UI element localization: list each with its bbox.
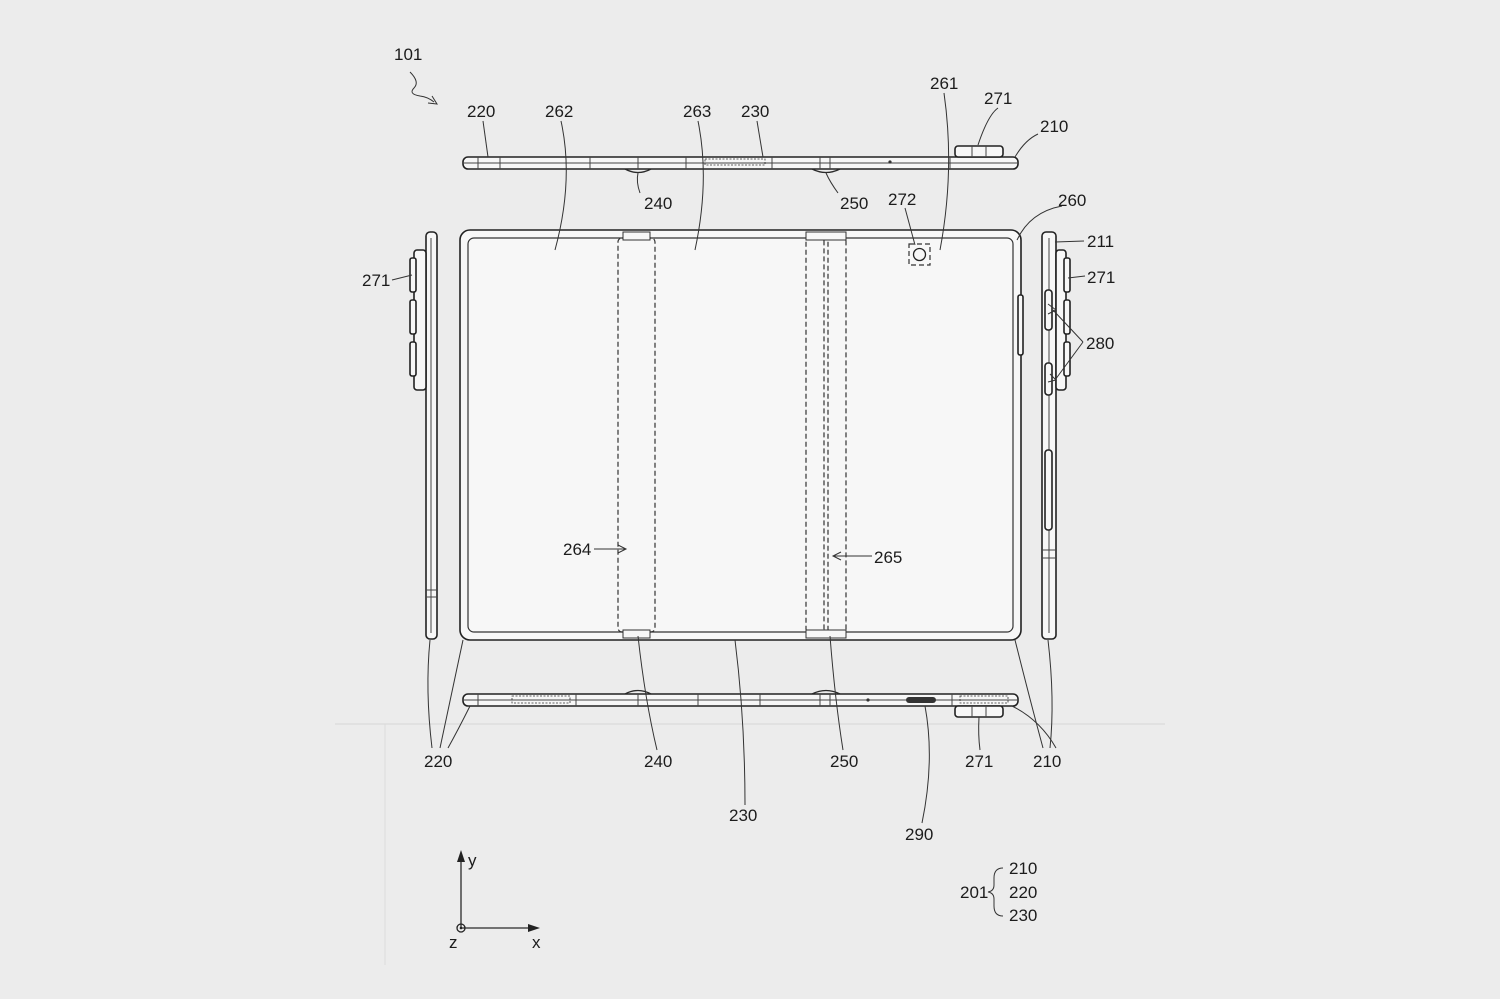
label-top-262: 262 [545,102,573,121]
legend-220: 220 [1009,883,1037,902]
speaker-grille-bottom-left [511,695,571,704]
legend-brace [987,867,1004,917]
front-view [459,229,1022,641]
front-camera-icon [912,247,927,262]
label-top-230: 230 [741,102,769,121]
label-bottom-230: 230 [729,806,757,825]
reference-labels: 101 220 262 263 230 261 271 210 240 250 … [362,45,1115,952]
label-right-271: 271 [1087,268,1115,287]
axis-y-label: y [468,851,477,870]
label-290: 290 [905,825,933,844]
usb-port [906,697,936,703]
label-272: 272 [888,190,916,209]
label-280: 280 [1086,334,1114,353]
label-264: 264 [563,540,591,559]
coordinate-axes [456,850,540,933]
left-side-view [409,231,438,640]
side-button-280b [1044,362,1053,396]
label-260: 260 [1058,191,1086,210]
label-top-261: 261 [930,74,958,93]
label-top-250: 250 [840,194,868,213]
label-265: 265 [874,548,902,567]
axis-z-label: z [449,933,458,952]
side-button-280a [1044,289,1053,331]
label-bottom-240: 240 [644,752,672,771]
hinge-265-region-left [805,237,825,633]
speaker-grille-top [704,158,766,166]
legend-210: 210 [1009,859,1037,878]
label-top-210: 210 [1040,117,1068,136]
bottom-side-view [462,689,1019,718]
right-side-view [1017,231,1071,640]
label-left-271: 271 [362,271,390,290]
speaker-grille-bottom-right [959,695,1009,704]
z-axis-icon [456,923,466,933]
top-side-view [462,145,1019,174]
label-top-220: 220 [467,102,495,121]
label-211: 211 [1087,232,1114,251]
leader-lines [391,71,1086,824]
label-101: 101 [394,45,422,64]
axis-x-label: x [532,933,541,952]
label-top-263: 263 [683,102,711,121]
label-bottom-220: 220 [424,752,452,771]
label-top-240: 240 [644,194,672,213]
camera-bump-bottom [954,705,1004,718]
front-camera-area [908,243,931,266]
label-bottom-250: 250 [830,752,858,771]
legend-230: 230 [1009,906,1037,925]
legend-201: 201 [960,883,988,902]
label-top-271: 271 [984,89,1012,108]
hinge-265-region-right [827,237,847,633]
label-bottom-210: 210 [1033,752,1061,771]
label-bottom-271: 271 [965,752,993,771]
camera-bump-top [954,145,1004,158]
